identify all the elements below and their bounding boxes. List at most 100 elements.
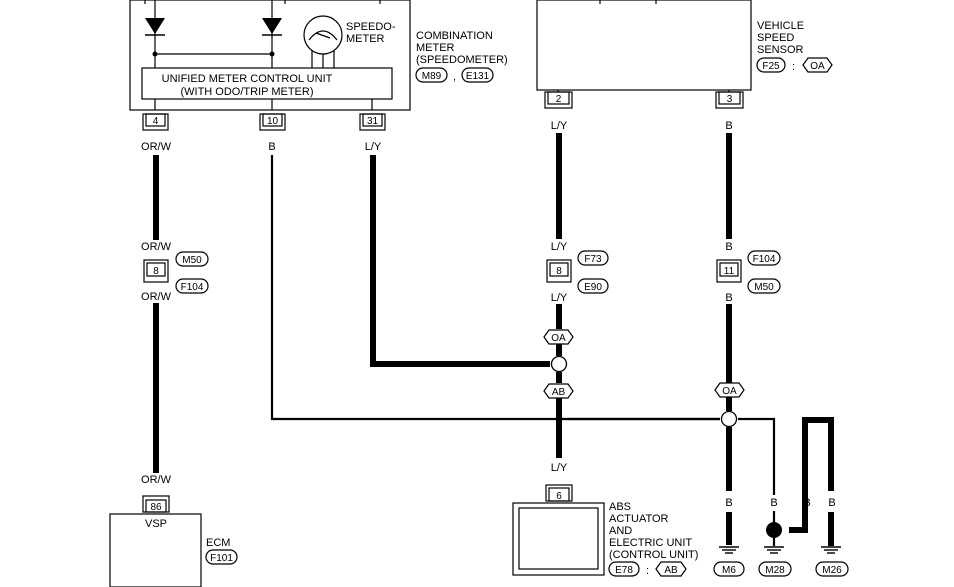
combination-meter: SPEEDO- METER UNIFIED METER CONTROL UNIT… [129, 0, 411, 111]
ground-point-m28 [766, 522, 782, 538]
svg-text:M28: M28 [765, 565, 785, 576]
sensor-pin-3: 3 [715, 91, 744, 109]
harness-tag-oa-sensor: OA [802, 57, 833, 73]
connector-badge-e90: E90 [577, 278, 609, 294]
connector-separator: , [453, 71, 456, 83]
connector-badge-m89: M89 [415, 67, 448, 83]
speedometer-label-1: SPEEDO- [346, 21, 396, 33]
wire-label-b-4: B [725, 292, 732, 304]
combination-meter-label-2: METER [416, 42, 455, 54]
svg-text:OA: OA [551, 333, 566, 344]
wire-ly-meter [370, 155, 550, 367]
svg-text:AB: AB [552, 387, 566, 398]
svg-text:F101: F101 [210, 553, 233, 564]
svg-text:E78: E78 [615, 565, 633, 576]
ecm-pin-86: 86 [142, 495, 170, 513]
svg-text:OA: OA [722, 386, 737, 397]
svg-text:86: 86 [150, 502, 162, 513]
abs-label-2: ACTUATOR [609, 513, 669, 525]
abs-label-4: ELECTRIC UNIT [609, 537, 692, 549]
ground-badge-m6: M6 [713, 561, 745, 577]
ground-badge-m26: M26 [815, 561, 849, 577]
ground-badge-m28: M28 [758, 561, 792, 577]
svg-text:AB: AB [664, 565, 678, 576]
meter-pin-10: 10 [259, 113, 286, 131]
control-unit-label-2: (WITH ODO/TRIP METER) [180, 86, 313, 98]
ecm-terminal-vsp: VSP [145, 518, 167, 530]
vehicle-speed-sensor-box [536, 0, 752, 91]
svg-text:4: 4 [153, 116, 159, 127]
combination-meter-box [129, 0, 411, 111]
svg-text:F73: F73 [584, 254, 602, 265]
svg-text:M6: M6 [722, 565, 736, 576]
wire-label-ly-5: L/Y [551, 462, 568, 474]
svg-text:8: 8 [153, 266, 159, 277]
harness-tag-ab-middle: AB [543, 383, 574, 399]
abs-actuator-box [512, 502, 605, 576]
connector-badge-f73: F73 [577, 250, 609, 266]
svg-text:11: 11 [724, 266, 735, 277]
connector-badge-m50-left: M50 [175, 251, 209, 267]
svg-text:E90: E90 [584, 282, 602, 293]
connector-badge-e78: E78 [608, 561, 640, 577]
wire-label-orw-4: OR/W [141, 474, 172, 486]
wire-b-meter [270, 155, 720, 421]
connector-badge-f104-left: F104 [175, 278, 209, 294]
wire-label-b-8: B [828, 497, 835, 509]
svg-text:3: 3 [727, 94, 733, 105]
junction-pin-11-right: 11 [716, 259, 742, 283]
meter-pin-4: 4 [142, 113, 169, 131]
svg-text:F25: F25 [762, 61, 780, 72]
svg-text:M50: M50 [182, 255, 202, 266]
wire-label-orw-3: OR/W [141, 291, 172, 303]
speedometer-label-2: METER [346, 33, 385, 45]
combination-meter-label-1: COMBINATION [416, 30, 493, 42]
wire-label-ly-2: L/Y [551, 120, 568, 132]
ecm-box [109, 513, 202, 587]
svg-text:M89: M89 [422, 71, 442, 82]
vehicle-speed-sensor [536, 0, 752, 92]
svg-text:8: 8 [556, 266, 562, 277]
ground-m26-icon [821, 546, 841, 554]
control-unit-label-1: UNIFIED METER CONTROL UNIT [162, 73, 333, 85]
harness-tag-ab-abs: AB [655, 561, 687, 577]
wire-label-ly-1: L/Y [365, 141, 382, 153]
combination-meter-label-3: (SPEEDOMETER) [416, 54, 508, 66]
speedometer-gauge [303, 15, 343, 68]
meter-pin-31: 31 [359, 113, 386, 131]
sensor-label-3: SENSOR [757, 44, 804, 56]
svg-text:31: 31 [367, 116, 379, 127]
abs-actuator [512, 502, 605, 576]
wire-b-ground-m26 [789, 417, 834, 533]
wire-label-orw-2: OR/W [141, 241, 172, 253]
abs-label-3: AND [609, 525, 632, 537]
junction-pin-8-middle: 8 [546, 259, 572, 283]
junction-pin-8-left: 8 [143, 259, 169, 283]
wire-label-b-6: B [770, 497, 777, 509]
connector-badge-f104-right: F104 [747, 250, 781, 266]
diode-left [145, 0, 165, 68]
ground-m6-icon [719, 546, 739, 554]
sensor-label-2: SPEED [757, 32, 794, 44]
svg-text:E131: E131 [466, 71, 490, 82]
wire-label-ly-3: L/Y [551, 241, 568, 253]
wire-label-b-7: B [803, 497, 810, 509]
svg-text:OA: OA [810, 61, 825, 72]
connector-badge-f101: F101 [205, 549, 238, 565]
wire-label-orw-1: OR/W [141, 141, 172, 153]
wire-label-b-3: B [725, 241, 732, 253]
wire-label-b-2: B [725, 120, 732, 132]
connector-badge-f25: F25 [756, 57, 786, 73]
svg-text:F104: F104 [181, 282, 204, 293]
splice-middle-upper [550, 355, 568, 373]
harness-tag-oa-right: OA [714, 382, 745, 398]
svg-text:M50: M50 [754, 282, 774, 293]
sensor-colon: : [792, 61, 795, 73]
wire-label-b-5: B [725, 497, 732, 509]
svg-text:M26: M26 [822, 565, 842, 576]
abs-label-5: (CONTROL UNIT) [609, 549, 698, 561]
svg-text:F104: F104 [753, 254, 776, 265]
wire-b-shield [738, 417, 776, 495]
svg-text:2: 2 [556, 94, 562, 105]
